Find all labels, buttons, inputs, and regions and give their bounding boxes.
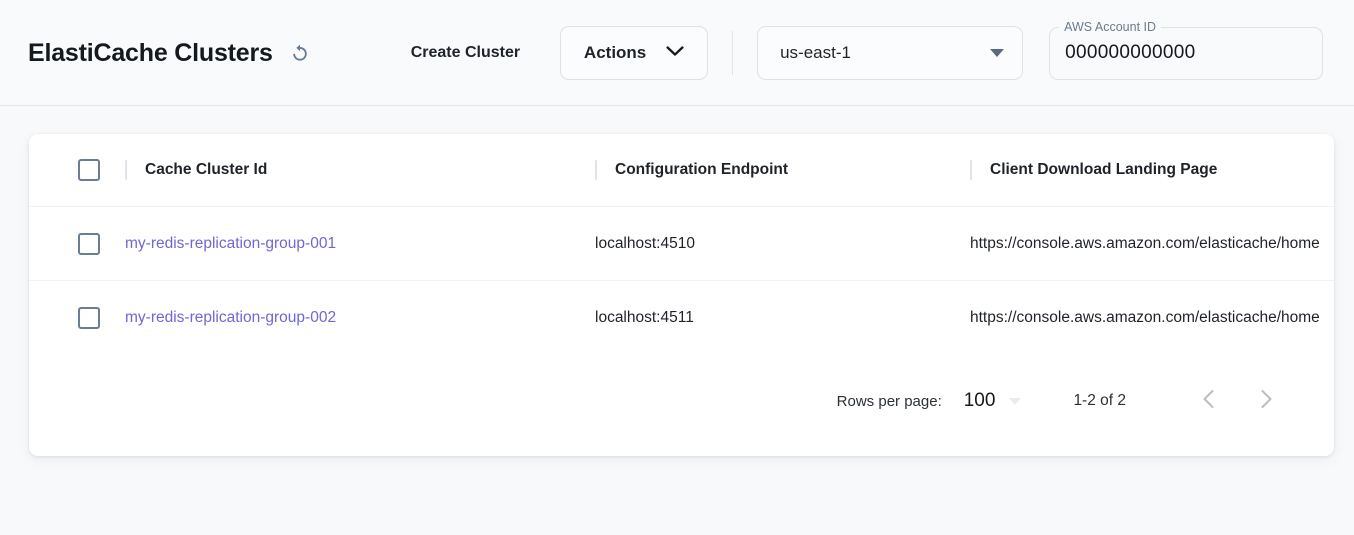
create-cluster-button[interactable]: Create Cluster [405,36,526,70]
cell-configuration-endpoint: localhost:4510 [595,206,970,281]
landing-page-value: https://console.aws.amazon.com/elasticac… [970,308,1320,326]
region-select-value: us-east-1 [780,43,851,62]
column-header-cache-cluster-id[interactable]: Cache Cluster Id [125,134,595,207]
table-row: my-redis-replication-group-001 localhost… [29,206,1334,281]
table-row: my-redis-replication-group-002 localhost… [29,280,1334,354]
header-toolbar: ElastiCache Clusters Create Cluster Acti… [0,0,1354,106]
column-header-label: Configuration Endpoint [615,161,789,178]
cluster-id-link[interactable]: my-redis-replication-group-002 [125,308,337,326]
actions-button[interactable]: Actions [560,26,709,80]
cell-cache-cluster-id: my-redis-replication-group-001 [125,206,595,281]
cell-client-download-landing-page: https://console.aws.amazon.com/elasticac… [970,206,1334,281]
row-select-cell [29,206,125,281]
chevron-left-icon [1202,389,1215,414]
table-pagination: Rows per page: 100 1-2 of 2 [29,371,1334,431]
cell-configuration-endpoint: localhost:4511 [595,280,970,354]
chevron-right-icon [1260,389,1273,414]
clusters-table: Cache Cluster Id Configuration Endpoint … [29,134,1334,354]
column-header-client-download-landing-page[interactable]: Client Download Landing Page [970,134,1334,207]
select-all-cell [29,134,125,207]
rows-per-page-select[interactable]: 100 [964,390,1022,412]
checkbox-unchecked-icon[interactable] [78,306,100,329]
endpoint-value: localhost:4510 [595,234,695,252]
page-title: ElastiCache Clusters [28,38,273,67]
row-select-cell [29,280,125,354]
rows-per-page-label: Rows per page: [836,392,942,410]
clusters-table-card: Cache Cluster Id Configuration Endpoint … [29,134,1334,456]
column-separator [595,160,597,180]
chevron-down-icon [666,44,684,62]
checkbox-unchecked-icon[interactable] [78,232,100,255]
endpoint-value: localhost:4511 [595,308,694,326]
checkbox-unchecked-icon[interactable] [78,159,100,181]
triangle-down-icon [1009,397,1022,405]
rows-per-page-value: 100 [963,390,996,411]
toolbar-divider [732,31,734,75]
table-header-row: Cache Cluster Id Configuration Endpoint … [29,134,1334,207]
column-separator [970,160,972,180]
aws-account-id-value: 000000000000 [1065,42,1196,63]
column-header-configuration-endpoint[interactable]: Configuration Endpoint [595,134,970,207]
refresh-icon[interactable] [287,40,313,66]
previous-page-button[interactable] [1186,379,1230,423]
pagination-range-label: 1-2 of 2 [1073,392,1126,409]
next-page-button[interactable] [1244,379,1288,423]
region-select[interactable]: us-east-1 [757,26,1024,80]
landing-page-value: https://console.aws.amazon.com/elasticac… [970,234,1320,252]
triangle-down-icon [990,49,1005,57]
app-header: ElastiCache Clusters Create Cluster Acti… [0,0,1354,106]
column-header-label: Cache Cluster Id [145,161,268,178]
aws-account-id-field[interactable]: AWS Account ID 000000000000 [1049,21,1324,80]
column-header-label: Client Download Landing Page [990,161,1218,178]
cluster-id-link[interactable]: my-redis-replication-group-001 [125,234,337,252]
column-separator [125,160,127,180]
actions-button-label: Actions [583,43,647,62]
cell-cache-cluster-id: my-redis-replication-group-002 [125,280,595,354]
cell-client-download-landing-page: https://console.aws.amazon.com/elasticac… [970,280,1334,354]
